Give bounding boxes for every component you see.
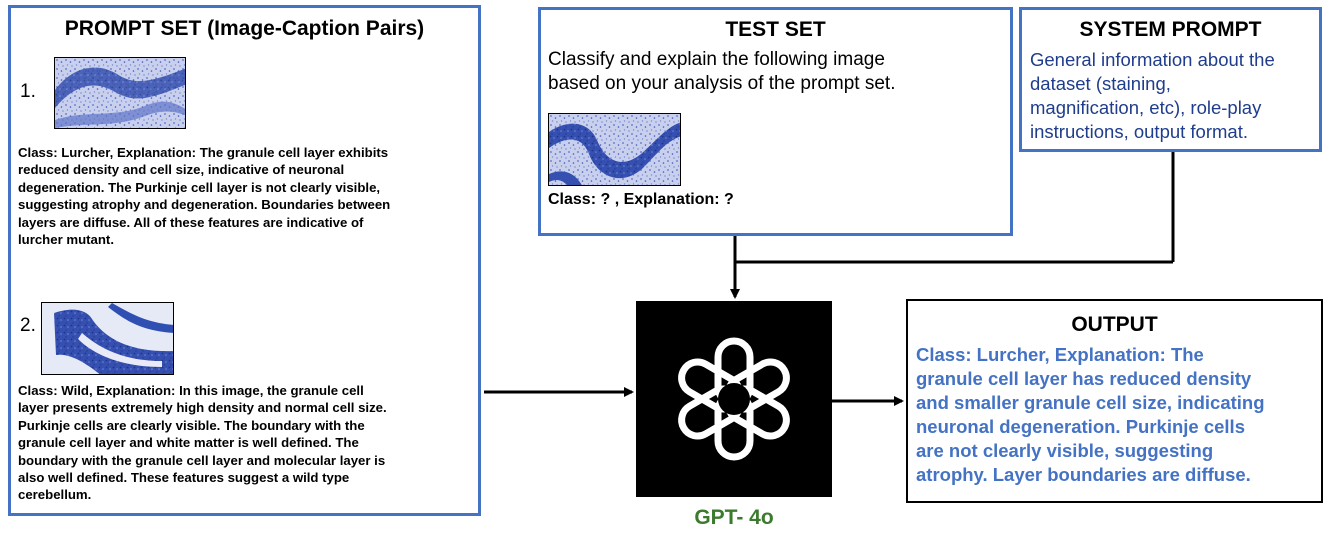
system-prompt-title: SYSTEM PROMPT bbox=[1079, 18, 1262, 41]
test-set-box: TEST SET Classify and explain the follow… bbox=[538, 7, 1013, 236]
prompt-item-1-image bbox=[54, 57, 186, 129]
prompt-item-2-caption: Class: Wild, Explanation: In this image,… bbox=[18, 383, 387, 503]
test-set-title: TEST SET bbox=[725, 18, 826, 41]
system-prompt-box: SYSTEM PROMPT General information about … bbox=[1019, 7, 1322, 152]
output-text: Class: Lurcher, Explanation: The granule… bbox=[916, 344, 1265, 485]
system-prompt-text: General information about the dataset (s… bbox=[1030, 49, 1275, 142]
prompt-item-1-number: 1. bbox=[20, 81, 36, 102]
prompt-set-title: PROMPT SET (Image-Caption Pairs) bbox=[64, 17, 425, 40]
output-box: OUTPUT Class: Lurcher, Explanation: The … bbox=[906, 299, 1323, 503]
prompt-item-2-image bbox=[41, 302, 174, 375]
prompt-item-1-caption: Class: Lurcher, Explanation: The granule… bbox=[18, 145, 391, 248]
prompt-item-2-number: 2. bbox=[20, 315, 36, 336]
test-set-query: Class: ? , Explanation: ? bbox=[548, 191, 734, 208]
output-title: OUTPUT bbox=[1071, 313, 1158, 336]
prompt-set-box: PROMPT SET (Image-Caption Pairs) 1. Clas… bbox=[8, 5, 481, 516]
test-set-instructions: Classify and explain the following image… bbox=[548, 49, 896, 94]
test-set-image bbox=[548, 113, 681, 186]
openai-logo-icon bbox=[678, 337, 790, 461]
model-label: GPT- 4o bbox=[694, 506, 774, 529]
gpt-model-block bbox=[636, 301, 832, 497]
